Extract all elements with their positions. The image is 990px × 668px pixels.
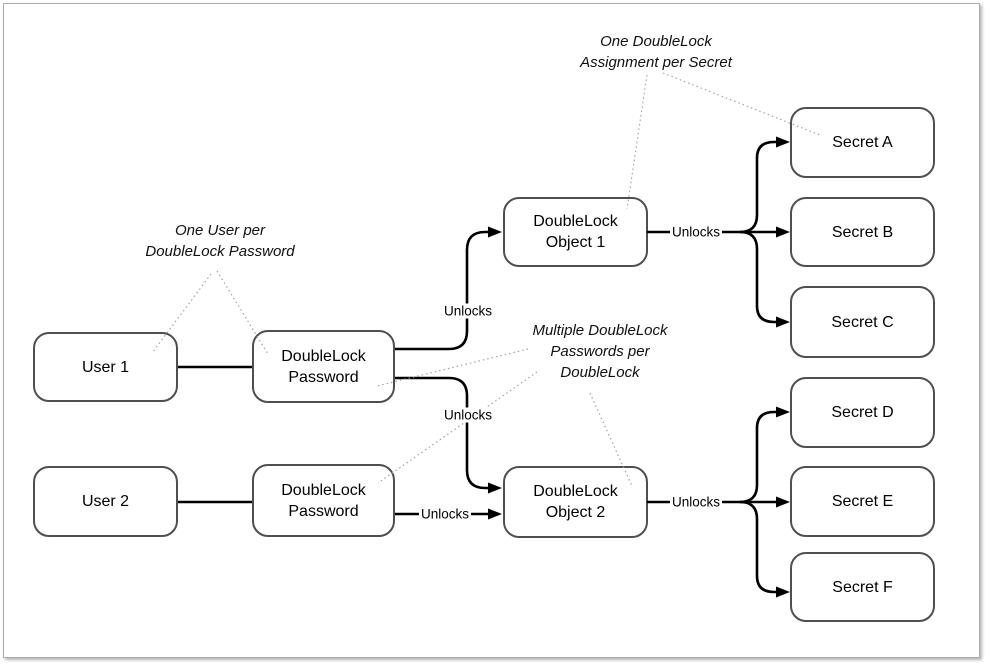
node-secret-d: Secret D [790, 377, 935, 448]
annotation-one-user-per-password: One User per DoubleLock Password [145, 222, 295, 260]
node-user-1: User 1 [33, 332, 178, 402]
edge-label-unlocks-password1-object2: Unlocks [441, 407, 495, 423]
edge-label-unlocks-password1-object1: Unlocks [441, 303, 495, 319]
edge-label-unlocks-password2-object2: Unlocks [418, 506, 472, 522]
node-secret-b: Secret B [790, 197, 935, 267]
node-doublelock-object-1: DoubleLock Object 1 [503, 197, 648, 267]
node-doublelock-password-2: DoubleLock Password [252, 464, 395, 537]
annotation-one-doublelock-assignment: One DoubleLock Assignment per Secret [580, 33, 732, 71]
annotation-multiple-passwords: Multiple DoubleLock Passwords per Double… [532, 322, 668, 381]
edge-label-unlocks-object2-secrets: Unlocks [669, 494, 723, 510]
node-doublelock-password-1: DoubleLock Password [252, 330, 395, 403]
node-secret-f: Secret F [790, 552, 935, 622]
edge-label-unlocks-object1-secrets: Unlocks [669, 224, 723, 240]
node-secret-e: Secret E [790, 466, 935, 537]
node-secret-a: Secret A [790, 107, 935, 178]
node-user-2: User 2 [33, 466, 178, 537]
node-secret-c: Secret C [790, 286, 935, 358]
node-doublelock-object-2: DoubleLock Object 2 [503, 466, 648, 538]
